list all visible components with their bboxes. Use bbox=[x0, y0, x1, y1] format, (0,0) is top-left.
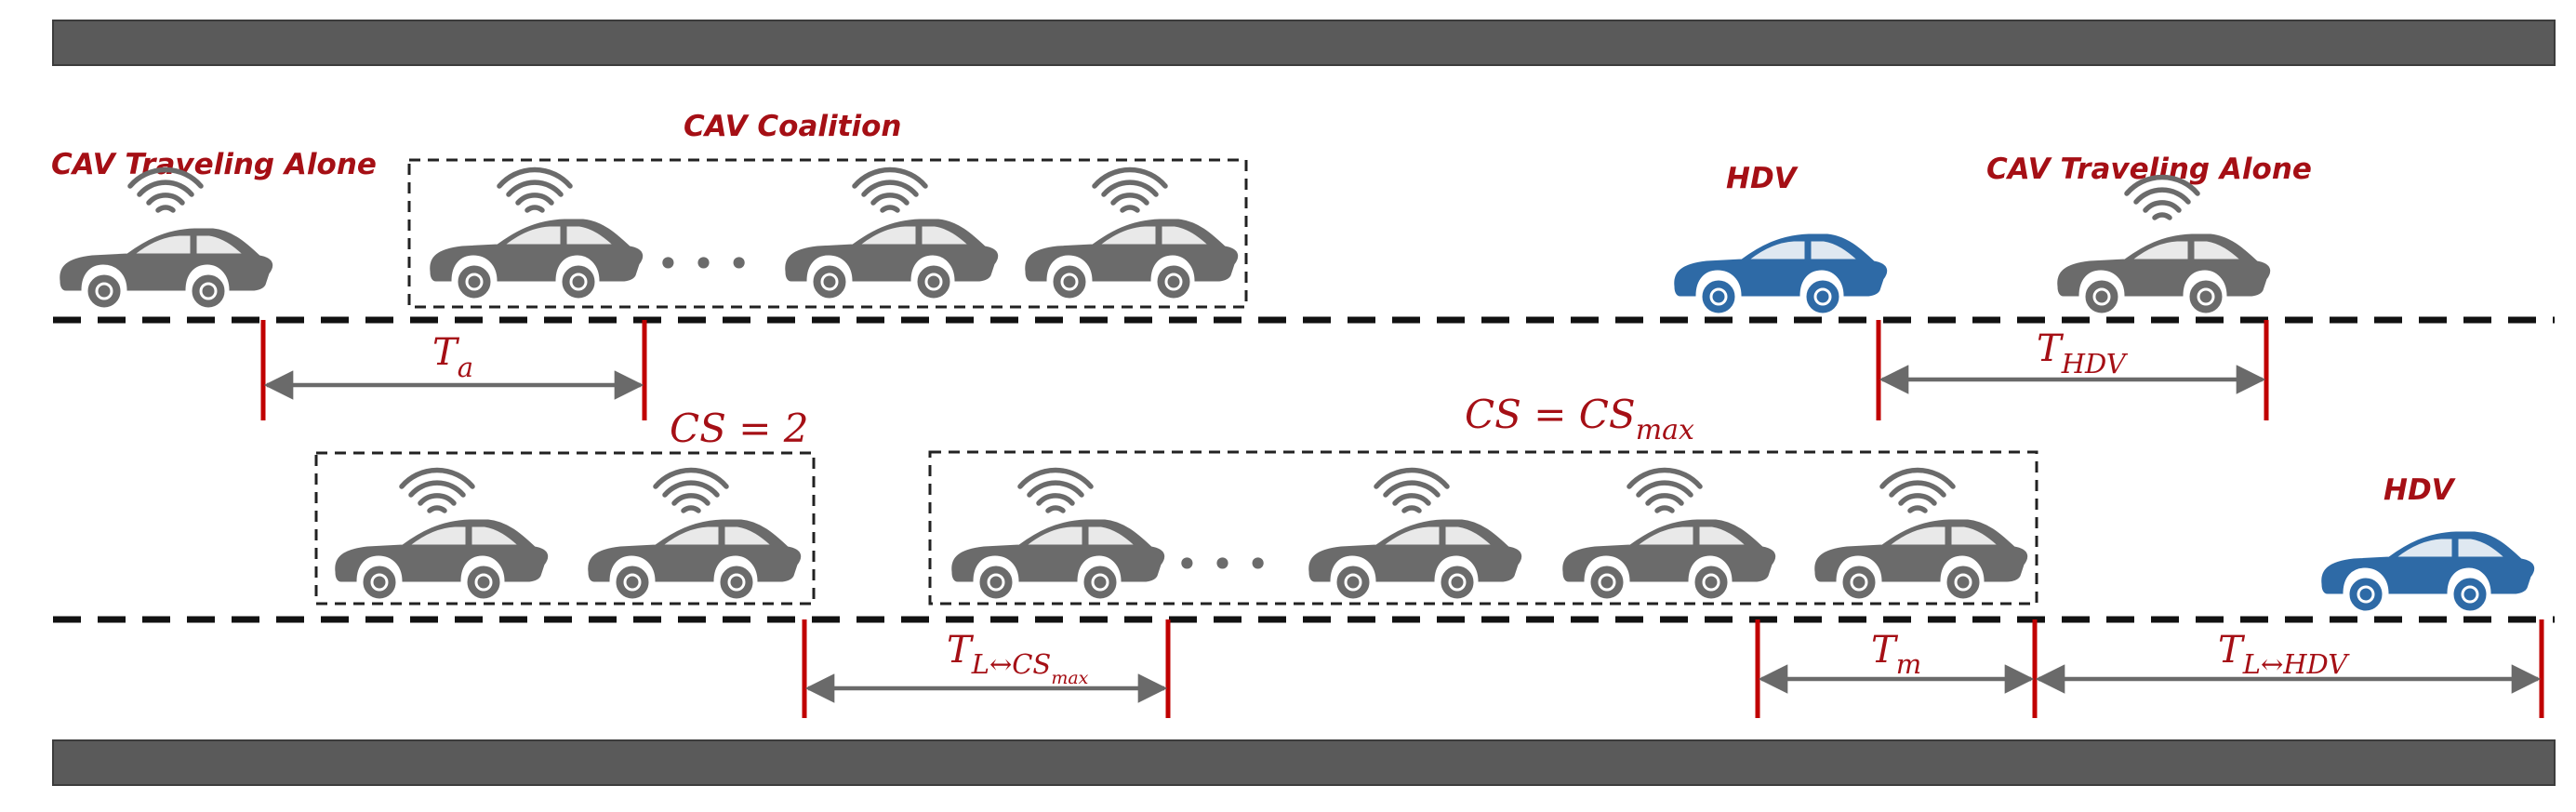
cav-vehicle bbox=[430, 219, 644, 299]
cav-vehicle bbox=[335, 519, 549, 599]
wifi-icon bbox=[1882, 470, 1953, 511]
road-border-bottom bbox=[52, 739, 2556, 786]
wifi-icon bbox=[1376, 470, 1447, 511]
wifi-icon bbox=[499, 169, 570, 210]
coalition-box bbox=[407, 158, 1248, 309]
cav-vehicle bbox=[2057, 233, 2271, 313]
label-cs-2: CS = 2 bbox=[670, 406, 809, 451]
label-hdv-top: HDV bbox=[1726, 162, 1799, 195]
wifi-icon bbox=[656, 470, 726, 511]
label-tl-csmax: TL↔CSmax bbox=[947, 629, 1089, 688]
coalition-box-csmax bbox=[928, 450, 2038, 606]
cav-vehicle bbox=[785, 219, 999, 299]
cav-vehicle bbox=[1025, 219, 1239, 299]
label-cav-alone-left: CAV Traveling Alone bbox=[51, 148, 377, 181]
cav-vehicle bbox=[60, 228, 273, 308]
ellipsis: • • • bbox=[1175, 541, 1269, 587]
wifi-icon bbox=[1095, 169, 1165, 210]
cav-vehicle bbox=[588, 519, 802, 599]
label-thdv: THDV bbox=[2037, 327, 2129, 379]
road-border-top bbox=[52, 20, 2556, 66]
label-ta: Ta bbox=[432, 331, 473, 383]
label-tm: Tm bbox=[1871, 629, 1921, 680]
label-cs-max: CS = CSmax bbox=[1465, 392, 1694, 446]
wifi-icon bbox=[402, 470, 472, 511]
cav-vehicle bbox=[1308, 519, 1522, 599]
ellipsis: • • • bbox=[657, 241, 750, 286]
cav-vehicle bbox=[1562, 519, 1776, 599]
hdv-vehicle bbox=[2321, 531, 2535, 611]
coalition-box-cs2 bbox=[314, 451, 816, 606]
wifi-icon bbox=[1629, 470, 1700, 511]
label-tl-hdv: TL↔HDV bbox=[2218, 629, 2350, 680]
cav-vehicle bbox=[951, 519, 1165, 599]
wifi-icon bbox=[855, 169, 925, 210]
label-cav-coalition: CAV Coalition bbox=[684, 110, 901, 143]
label-hdv-bottom: HDV bbox=[2383, 473, 2457, 507]
hdv-vehicle bbox=[1674, 233, 1888, 313]
cav-vehicle bbox=[1814, 519, 2028, 599]
wifi-icon bbox=[1020, 470, 1091, 511]
